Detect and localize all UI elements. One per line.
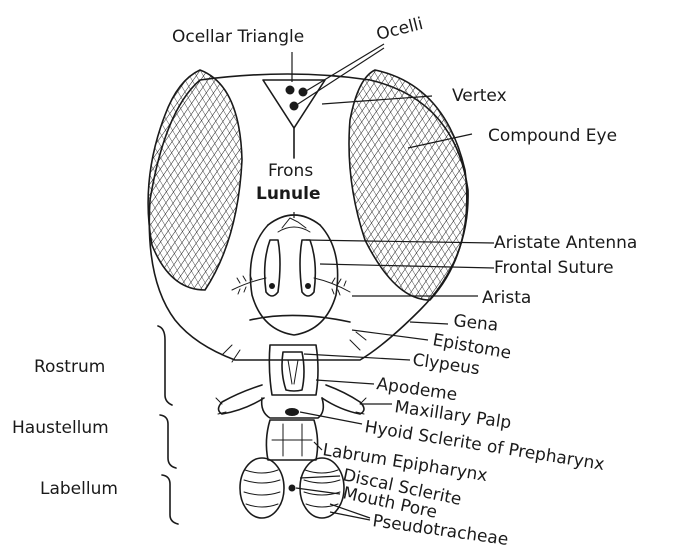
- label-ocelli: Ocelli: [374, 14, 425, 45]
- gena-hairs: [222, 332, 366, 362]
- antenna-left: [232, 240, 280, 296]
- label-compound-eye: Compound Eye: [488, 126, 617, 146]
- label-pseudotracheae: Pseudotracheae: [371, 511, 509, 550]
- label-arista: Arista: [482, 288, 531, 308]
- label-frontal-suture: Frontal Suture: [494, 258, 614, 278]
- label-haustellum: Haustellum: [12, 418, 109, 438]
- label-aristate-antenna: Aristate Antenna: [494, 233, 637, 253]
- side-brackets: [158, 326, 178, 524]
- label-rostrum: Rostrum: [34, 357, 105, 377]
- label-labellum: Labellum: [40, 479, 118, 499]
- label-ocellar-triangle: Ocellar Triangle: [172, 27, 304, 47]
- label-lunule: Lunule: [256, 184, 321, 204]
- label-gena: Gena: [452, 311, 499, 336]
- labels: Ocellar Triangle Ocelli Vertex Compound …: [12, 14, 637, 550]
- ocellus: [290, 102, 299, 111]
- ocellus: [299, 88, 308, 97]
- compound-eye-left: [148, 70, 242, 290]
- ocellus: [286, 86, 295, 95]
- labellum-pads: [240, 458, 344, 518]
- label-vertex: Vertex: [452, 86, 507, 106]
- label-frons: Frons: [268, 161, 313, 181]
- antenna-right: [300, 240, 350, 296]
- ocellar-triangle: [263, 80, 325, 158]
